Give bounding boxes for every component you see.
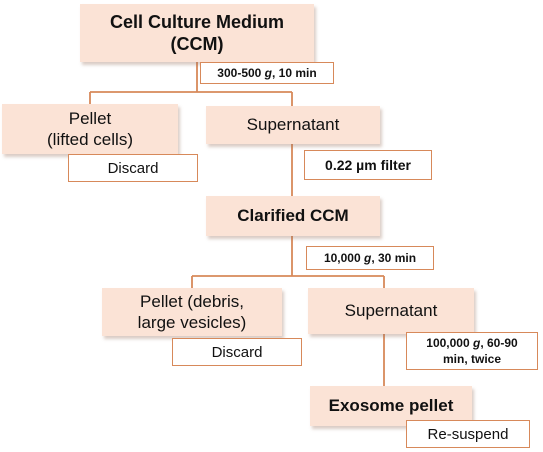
- supernatant2-text: Supernatant: [344, 301, 438, 320]
- supernatant1-box: Supernatant: [206, 106, 380, 144]
- spin2-prefix: 10,000: [323, 251, 364, 265]
- resuspend-label: Re-suspend: [406, 420, 530, 448]
- pellet2-line1: Pellet (debris,: [140, 292, 244, 311]
- spin3-line1-suffix: , 60-90: [480, 336, 518, 350]
- pellet2-line2: large vesicles): [137, 313, 247, 332]
- discard2-text: Discard: [211, 343, 263, 361]
- pellet2-box: Pellet (debris, large vesicles): [102, 288, 282, 336]
- spin2-suffix: , 30 min: [371, 251, 417, 265]
- ccm-box: Cell Culture Medium (CCM): [80, 4, 314, 62]
- ccm-line2: (CCM): [170, 34, 224, 54]
- clarified-text: Clarified CCM: [237, 206, 349, 225]
- ccm-line1: Cell Culture Medium: [109, 12, 284, 32]
- discard1-label: Discard: [68, 154, 198, 182]
- supernatant2-box: Supernatant: [308, 288, 474, 334]
- spin2-label: 10,000 g, 30 min: [306, 246, 434, 270]
- filter-label: 0.22 µm filter: [304, 150, 432, 180]
- pellet1-box: Pellet (lifted cells): [2, 104, 178, 154]
- exosome-text: Exosome pellet: [328, 396, 454, 415]
- spin1-g: g: [264, 66, 273, 80]
- spin3-label: 100,000 g, 60-90 min, twice: [406, 332, 538, 370]
- spin3-g: g: [473, 336, 481, 350]
- spin3-line2: min, twice: [442, 352, 501, 366]
- spin3-line1-prefix: 100,000: [426, 336, 473, 350]
- spin2-g: g: [364, 251, 372, 265]
- spin3-line1: 100,000 g, 60-90: [426, 335, 517, 351]
- pellet1-line2: (lifted cells): [47, 130, 133, 149]
- discard2-label: Discard: [172, 338, 302, 366]
- spin1-prefix: 300-500: [217, 66, 265, 80]
- clarified-box: Clarified CCM: [206, 196, 380, 236]
- exosome-box: Exosome pellet: [310, 386, 472, 426]
- discard1-text: Discard: [107, 159, 159, 177]
- filter-text: 0.22 µm filter: [325, 157, 411, 173]
- spin1-suffix: , 10 min: [272, 66, 317, 80]
- pellet1-line1: Pellet: [68, 109, 112, 128]
- spin1-label: 300-500 g, 10 min: [200, 62, 334, 84]
- supernatant1-text: Supernatant: [246, 115, 340, 134]
- resuspend-text: Re-suspend: [427, 425, 509, 443]
